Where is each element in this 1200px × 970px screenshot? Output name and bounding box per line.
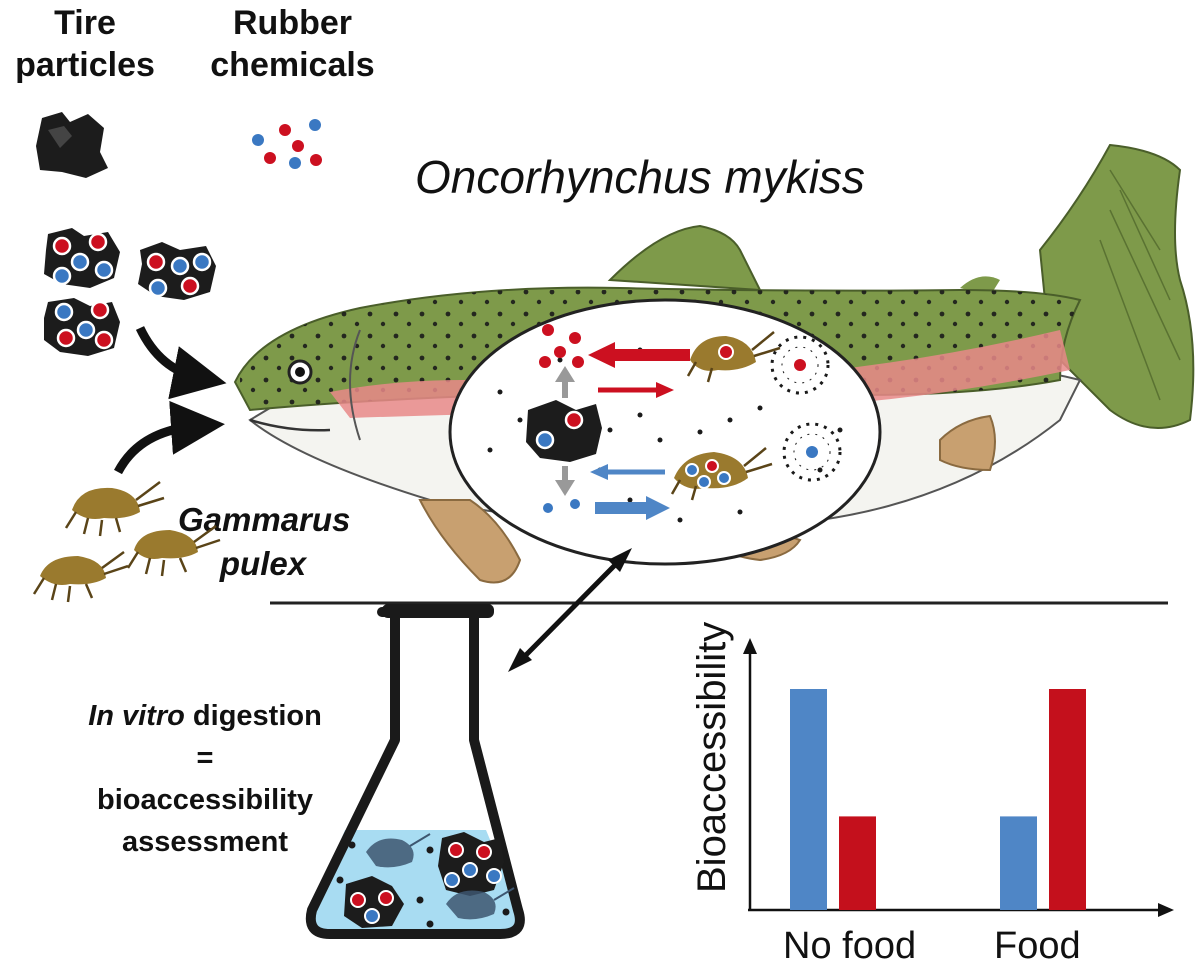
rubber-chemicals-label-line1: Rubber — [233, 4, 352, 42]
bioaccessibility-chart — [743, 638, 1174, 917]
gut-inset — [448, 298, 882, 566]
chart-category-label-food: Food — [994, 925, 1081, 967]
tire-particles-label: Tire particles — [0, 2, 170, 86]
gut-flask-link-arrow — [508, 548, 632, 672]
chart-y-axis-label: Bioaccessibility — [690, 621, 734, 893]
equals-sign: = — [196, 742, 214, 774]
micelle-red — [770, 335, 830, 395]
assessment-label-line2: assessment — [121, 826, 289, 858]
micelle-blue — [782, 422, 842, 482]
particles-to-fish-arrow — [135, 326, 227, 400]
digestion-text: digestion — [184, 700, 322, 732]
bar-food-red — [1049, 689, 1086, 910]
bar-food-blue — [1000, 816, 1037, 910]
tire-particle-icon — [36, 112, 108, 178]
species-title: Oncorhynchus mykiss — [415, 151, 865, 203]
rubber-chemicals-label-line2: chemicals — [210, 46, 375, 84]
gammarus-to-fish-arrow — [114, 400, 225, 475]
gammarus-amphipod-1 — [64, 481, 165, 537]
in-vitro-text: In vitro — [88, 700, 185, 732]
tire-particles-label-line2: particles — [15, 46, 155, 84]
rubber-chemicals-icon — [252, 119, 322, 169]
bar-no-food-red — [839, 816, 876, 910]
gammarus-label-line2: pulex — [219, 545, 307, 582]
rubber-chemicals-label: Rubber chemicals — [190, 2, 395, 86]
chart-y-axis-arrowhead — [743, 638, 757, 654]
loaded-particle-1 — [44, 228, 120, 288]
loaded-particle-2 — [138, 242, 216, 300]
gammarus-amphipod-3 — [32, 550, 129, 603]
chart-category-label-no-food: No food — [783, 925, 917, 967]
chart-x-axis-arrowhead — [1158, 903, 1174, 917]
erlenmeyer-flask — [305, 604, 525, 939]
gammarus-amphipod-2 — [126, 524, 221, 577]
bar-no-food-blue — [790, 689, 827, 910]
loaded-particle-3 — [44, 298, 120, 356]
digestion-label-line1: In vitro digestion — [40, 695, 370, 737]
assessment-label-line1: bioaccessibility — [97, 784, 313, 816]
tire-particles-label-line1: Tire — [54, 4, 116, 42]
digestion-label: In vitro digestion = bioaccessibility as… — [40, 695, 370, 863]
